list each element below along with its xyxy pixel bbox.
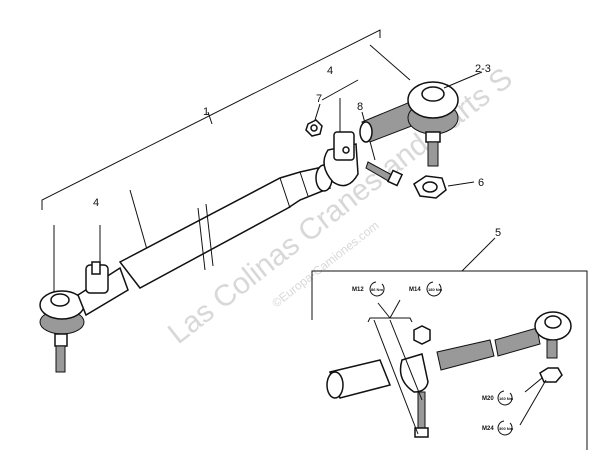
torque-arrow-icon [497, 420, 513, 436]
nut-7 [305, 103, 323, 137]
callout-5: 5 [495, 227, 501, 239]
torque-arrow-icon [497, 390, 513, 406]
left-clamp [85, 225, 109, 294]
upper-clamp [321, 79, 359, 187]
callout-2-3: 2-3 [475, 63, 491, 75]
callout-4-left: 4 [93, 197, 99, 209]
torque-thread: M20 [482, 396, 494, 402]
callout-4-top: 4 [327, 65, 333, 77]
threaded-sleeve [359, 99, 423, 143]
callout-8: 8 [357, 101, 363, 113]
torque-m20: M20 160 Nm [482, 390, 514, 406]
callout-7: 7 [316, 93, 322, 105]
right-ball-joint [407, 71, 483, 167]
torque-arrow-icon [369, 281, 385, 297]
torque-arrow-icon [426, 281, 442, 297]
left-ball-joint [39, 266, 129, 373]
torque-value: 180 Nm [428, 287, 443, 292]
nut-6 [413, 175, 475, 199]
torque-m24: M24 300 Nm [482, 420, 514, 436]
torque-thread: M24 [482, 426, 494, 432]
torque-m12: M12 86 Nm [352, 281, 385, 297]
torque-value: 300 Nm [499, 426, 514, 431]
callouts: 1 2-3 4 4 5 6 7 8 [93, 63, 501, 239]
callout-6: 6 [478, 177, 484, 189]
detail-box [311, 237, 588, 450]
torque-thread: M12 [352, 287, 364, 293]
torque-value: 160 Nm [499, 396, 514, 401]
bolt-8 [361, 111, 404, 187]
torque-value: 86 Nm [371, 287, 383, 292]
torque-m14: M14 180 Nm [409, 281, 443, 297]
callout-1: 1 [203, 106, 209, 118]
tie-rod-tube [118, 164, 333, 289]
torque-thread: M14 [409, 287, 421, 293]
